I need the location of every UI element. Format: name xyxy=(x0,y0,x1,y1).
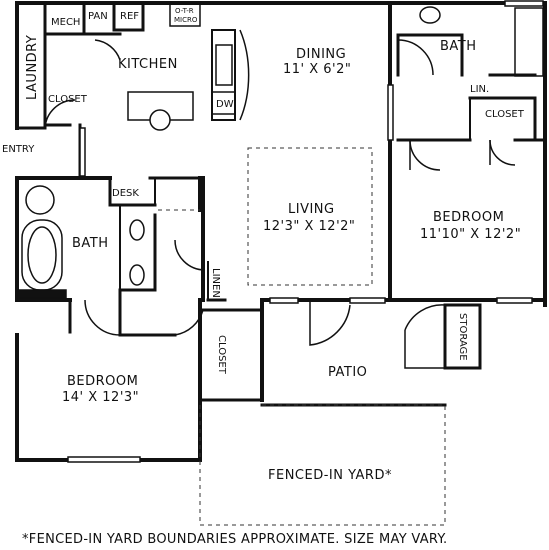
sink xyxy=(215,44,233,86)
lin-top-label: LIN. xyxy=(470,84,489,95)
closet-right-label: CLOSET xyxy=(485,109,525,120)
bedroom-left-size: 14' X 12'3" xyxy=(62,390,139,405)
kitchen-label: KITCHEN xyxy=(118,57,178,72)
otr-label: O-T-R xyxy=(175,7,194,15)
desk-label: DESK xyxy=(112,188,139,199)
entry-label: ENTRY xyxy=(2,144,35,155)
bedroom-right-label: BEDROOM xyxy=(433,210,504,225)
yard-outline xyxy=(199,405,446,526)
otr-micro-box xyxy=(169,3,201,27)
micro-label: MICRO xyxy=(174,16,198,24)
pan-label: PAN xyxy=(88,11,108,22)
mech-label: MECH xyxy=(51,17,80,28)
dashed-outlines xyxy=(158,147,446,526)
bath-left-label: BATH xyxy=(72,236,109,251)
closet-laundry-label: CLOSET xyxy=(48,94,88,105)
dw-label: DW xyxy=(216,99,234,110)
bath-top-label: BATH xyxy=(440,39,477,54)
storage-label: STORAGE xyxy=(457,313,468,361)
ref-label: REF xyxy=(120,11,139,22)
dining-size: 11' X 6'2" xyxy=(283,62,351,77)
windows xyxy=(67,0,544,463)
dw-box xyxy=(211,91,236,115)
living-size: 12'3" X 12'2" xyxy=(263,219,355,234)
kitchen-fixtures xyxy=(17,3,544,299)
room-labels: LAUNDRY MECH PAN REF O-T-R MICRO KITCHEN… xyxy=(2,7,525,483)
bedroom-left-label: BEDROOM xyxy=(67,374,138,389)
laundry-label: LAUNDRY xyxy=(25,35,40,100)
bedroom-right-size: 11'10" X 12'2" xyxy=(420,227,521,242)
linen-label: LINEN xyxy=(210,268,221,298)
bathtub-right xyxy=(514,7,544,77)
closet-mid-label: CLOSET xyxy=(216,335,227,375)
patio-label: PATIO xyxy=(328,365,367,380)
living-label: LIVING xyxy=(288,202,335,217)
footnote: *FENCED-IN YARD BOUNDARIES APPROXIMATE. … xyxy=(22,532,447,547)
dining-label: DINING xyxy=(296,47,346,62)
yard-label: FENCED-IN YARD* xyxy=(268,468,392,483)
living-ceiling-outline xyxy=(247,147,373,286)
doors xyxy=(44,29,516,369)
